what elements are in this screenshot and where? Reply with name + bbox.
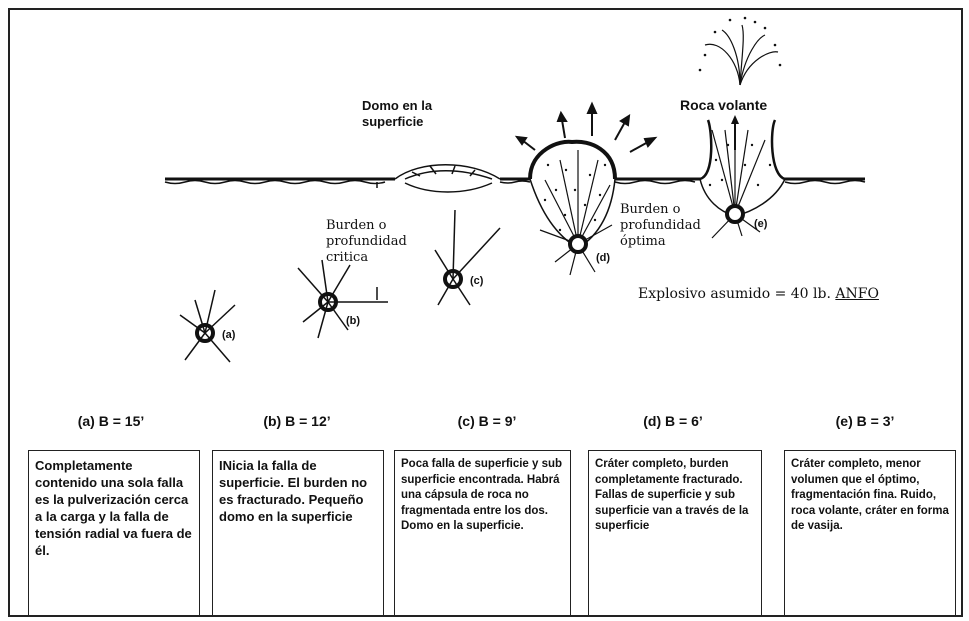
ground-surface xyxy=(165,179,865,184)
charge-c xyxy=(435,210,500,305)
caption-c: (c) B = 9’ xyxy=(412,413,562,429)
critical-burden-label: Burden o profundidad critica xyxy=(326,218,407,266)
description-box-e: Cráter completo, menor volumen que el óp… xyxy=(784,450,956,616)
flyrock-label: Roca volante xyxy=(680,97,767,113)
charge-b xyxy=(298,260,388,338)
label-e: (e) xyxy=(754,216,767,232)
explosive-note: Explosivo asumido = 40 lb. ANFO xyxy=(638,286,879,302)
charge-d xyxy=(570,236,586,252)
charge-e xyxy=(727,206,743,222)
caption-d: (d) B = 6’ xyxy=(598,413,748,429)
charge-a xyxy=(180,290,235,362)
description-box-c: Poca falla de superficie y sub superfici… xyxy=(394,450,571,616)
optimal-burden-label: Burden o profundidad óptima xyxy=(620,202,701,250)
caption-b: (b) B = 12’ xyxy=(222,413,372,429)
explosive-unit: ANFO xyxy=(835,286,879,302)
dome-label: Domo en la superficie xyxy=(362,98,432,130)
description-box-a: Completamente contenido una sola falla e… xyxy=(28,450,200,616)
label-d: (d) xyxy=(596,250,610,266)
ejection-arrows xyxy=(517,104,655,152)
surface-dome xyxy=(395,165,500,192)
description-box-b: INicia la falla de superficie. El burden… xyxy=(212,450,384,616)
label-c: (c) xyxy=(470,273,483,289)
label-a: (a) xyxy=(222,327,235,343)
explosive-text: Explosivo asumido = 40 lb. xyxy=(638,286,831,302)
caption-a: (a) B = 15’ xyxy=(36,413,186,429)
label-b: (b) xyxy=(346,313,360,329)
flyrock-spray xyxy=(699,17,782,85)
description-box-d: Cráter completo, burden completamente fr… xyxy=(588,450,762,616)
caption-e: (e) B = 3’ xyxy=(790,413,940,429)
